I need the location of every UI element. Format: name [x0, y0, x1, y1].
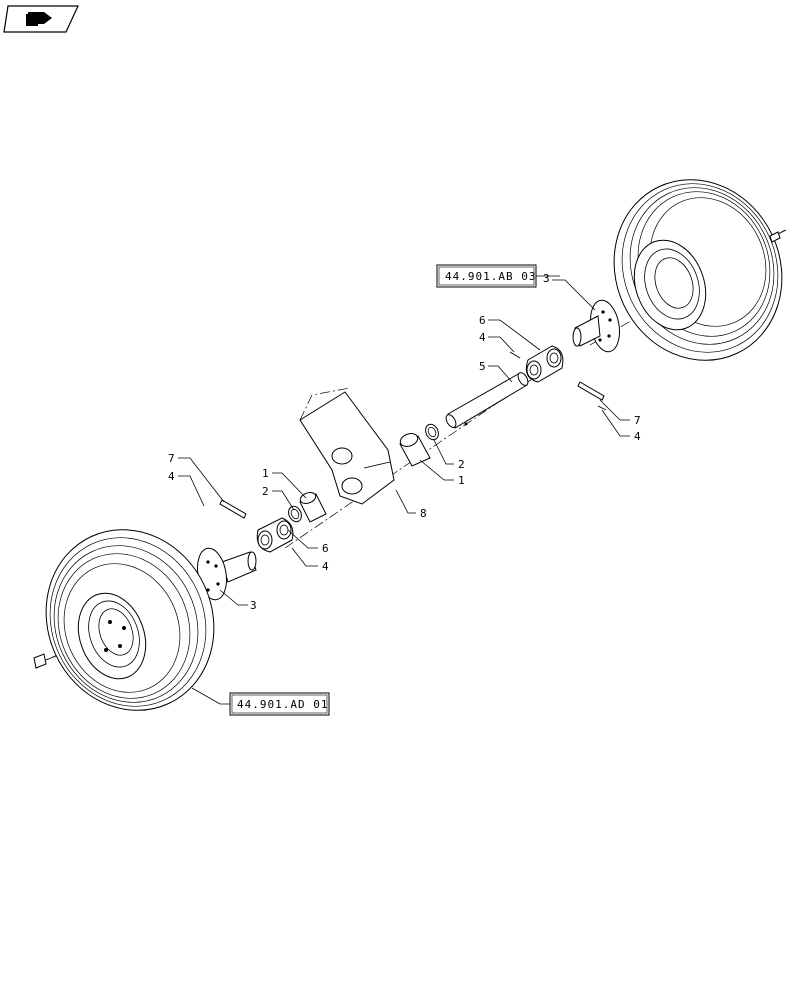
- callout-5: 5: [479, 360, 486, 373]
- long-pin: [445, 372, 529, 429]
- top-reference-label: 44.901.AB 03: [445, 270, 536, 283]
- callout-4-bottom: 4: [322, 560, 329, 573]
- bottom-reference-label: 44.901.AD 01: [237, 698, 328, 711]
- right-wheel-bolt: [769, 229, 787, 243]
- right-cotter: [509, 351, 607, 411]
- callout-4-top: 4: [479, 331, 486, 344]
- callout-1-left: 1: [262, 467, 269, 480]
- callout-8: 8: [420, 507, 427, 520]
- back-arrow-icon[interactable]: [3, 5, 79, 33]
- top-reference-link[interactable]: 44.901.AB 03: [436, 264, 537, 288]
- left-bushing: [299, 492, 327, 523]
- callout-3-bottom: 3: [250, 599, 257, 612]
- callout-7-left: 7: [168, 452, 175, 465]
- callout-6-top: 6: [479, 314, 486, 327]
- left-wheel: [45, 529, 215, 711]
- right-arm-bracket: [525, 345, 564, 383]
- left-wheel-bolt: [33, 653, 57, 669]
- callout-6-bottom: 6: [322, 542, 329, 555]
- right-wheel: [613, 179, 783, 361]
- center-snap-ring: [425, 423, 439, 441]
- left-roll-pin: [219, 499, 247, 519]
- callout-4-left: 4: [168, 470, 175, 483]
- leader-lines: [178, 275, 630, 705]
- callout-4-right: 4: [634, 430, 641, 443]
- left-snap-ring: [288, 505, 302, 523]
- left-arm-bracket: [256, 517, 294, 553]
- center-bushing: [399, 433, 431, 467]
- callout-7-right: 7: [634, 414, 641, 427]
- callout-3-top: 3: [543, 272, 550, 285]
- callout-1-mid: 1: [458, 474, 465, 487]
- callout-2-left: 2: [262, 485, 269, 498]
- right-hub: [572, 299, 621, 353]
- bottom-reference-link[interactable]: 44.901.AD 01: [229, 692, 330, 716]
- callout-2-mid: 2: [458, 458, 465, 471]
- right-roll-pin: [577, 381, 605, 401]
- frame-beam: [299, 387, 395, 505]
